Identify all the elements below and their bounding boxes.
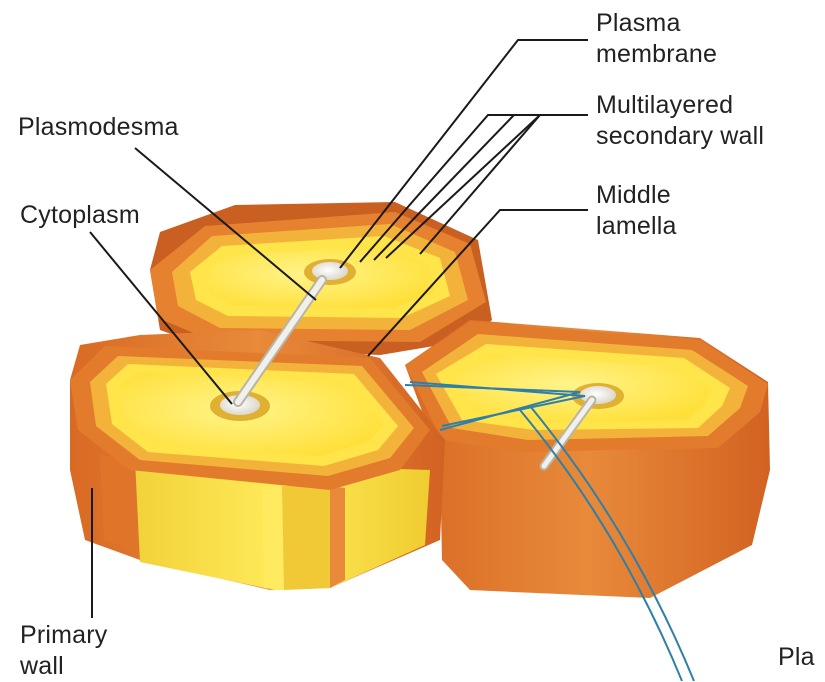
label-middle-lamella: Middle lamella xyxy=(596,180,677,242)
label-plasmodesma: Plasmodesma xyxy=(18,112,179,143)
label-primary-wall: Primary wall xyxy=(20,620,108,682)
label-cytoplasm: Cytoplasm xyxy=(20,200,140,231)
label-plasma-membrane: Plasma membrane xyxy=(596,8,717,70)
label-truncated: Pla xyxy=(778,642,815,673)
right-cell xyxy=(405,320,770,598)
label-secondary-wall: Multilayered secondary wall xyxy=(596,90,764,152)
